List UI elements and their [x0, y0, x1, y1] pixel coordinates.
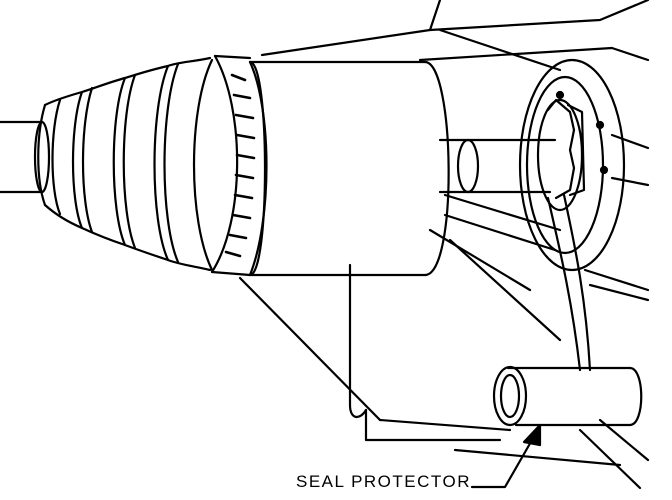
axle-shaft-inner — [0, 120, 51, 194]
drive-shaft-outer — [438, 138, 557, 194]
wheel-hub — [518, 58, 626, 272]
vehicle-frame-lines — [238, 0, 650, 490]
boot-clamp — [210, 54, 268, 277]
cv-boot — [37, 56, 214, 272]
seal-protector-tool — [492, 103, 643, 427]
seal-protector-label: SEAL PROTECTOR — [296, 472, 471, 491]
cv-joint-housing — [248, 60, 450, 277]
callout-arrow — [470, 423, 542, 489]
